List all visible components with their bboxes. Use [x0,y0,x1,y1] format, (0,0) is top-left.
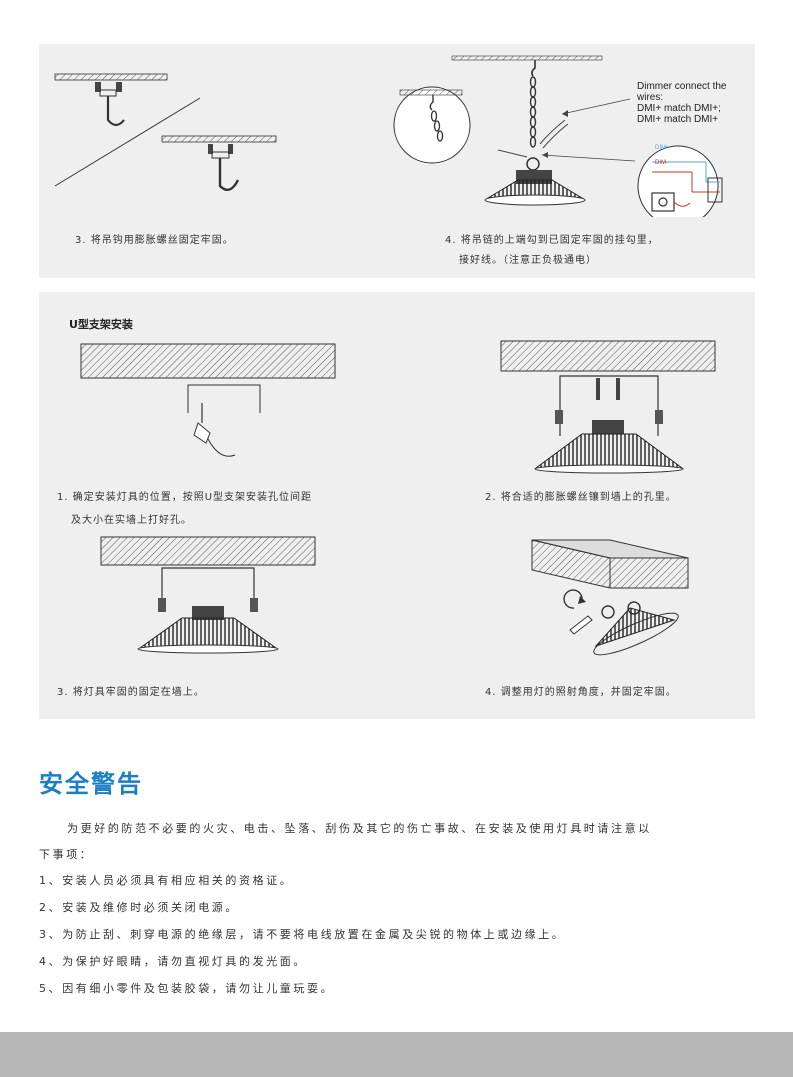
safety-intro-2: 下事项： [39,848,94,861]
u-step3-caption: 3. 将灯具牢固的固定在墙上。 [57,687,205,698]
screws-bracket-illustration [500,340,716,474]
safety-title: 安全警告 [39,770,143,798]
screw-left-icon [596,378,600,400]
drill-icon [193,403,236,457]
footer-bar [0,1032,793,1077]
drill-wall-illustration [80,343,336,457]
hook-ceiling-illustration [54,73,277,192]
safety-item-5: 5、因有细小零件及包装胶袋，请勿让儿童玩耍。 [39,982,335,995]
hook-large-icon [208,144,240,192]
mount-lamp-illustration [100,536,316,654]
dim-minus-label: DIM- [655,160,668,166]
lamp-icon [484,170,586,206]
safety-item-3: 3、为防止刮、刺穿电源的绝缘层，请不要将电线放置在金属及尖锐的物体上或边缘上。 [39,928,566,941]
u-step2-caption: 2. 将合适的膨胀螺丝镶到墙上的孔里。 [485,492,677,503]
safety-intro-1: 为更好的防范不必要的火灾、电击、坠落、刮伤及其它的伤亡事故、在安装及使用灯具时请… [67,822,652,835]
u-bracket-title: U型支架安装 [69,318,133,331]
u-step4-caption: 4. 调整用灯的照射角度，并固定牢固。 [485,687,677,698]
wrench-icon [569,615,593,635]
chain-icon [529,76,537,148]
dim-plus-label: DIM+ [655,145,670,151]
safety-item-4: 4、为保护好眼睛，请勿直视灯具的发光面。 [39,955,307,968]
install-panel-top [39,44,755,278]
step4-chain-caption-1: 4. 将吊链的上端勾到已固定牢固的挂勾里， [445,235,659,246]
safety-item-2: 2、安装及维修时必须关闭电源。 [39,901,239,914]
step4-chain-caption-2: 接好线。（注意正负极通电） [459,255,597,266]
u-step1-caption-2: 及大小在实墙上打好孔。 [71,515,192,526]
dimmer-note: Dimmer connect the wires: DMI+ match DMI… [637,81,727,125]
chain-hang-illustration: DIM+ DIM- [393,55,723,217]
screw-right-icon [616,378,620,400]
hook-small-icon [95,82,125,127]
rotate-arrow-icon [563,589,586,609]
u-step1-caption-1: 1. 确定安装灯具的位置，按照U型支架安装孔位间距 [57,492,313,503]
adjust-angle-illustration [531,539,689,656]
step3-hook-caption: 3. 将吊钩用膨胀螺丝固定牢固。 [75,235,234,246]
safety-item-1: 1、安装人员必须具有相应相关的资格证。 [39,874,294,887]
